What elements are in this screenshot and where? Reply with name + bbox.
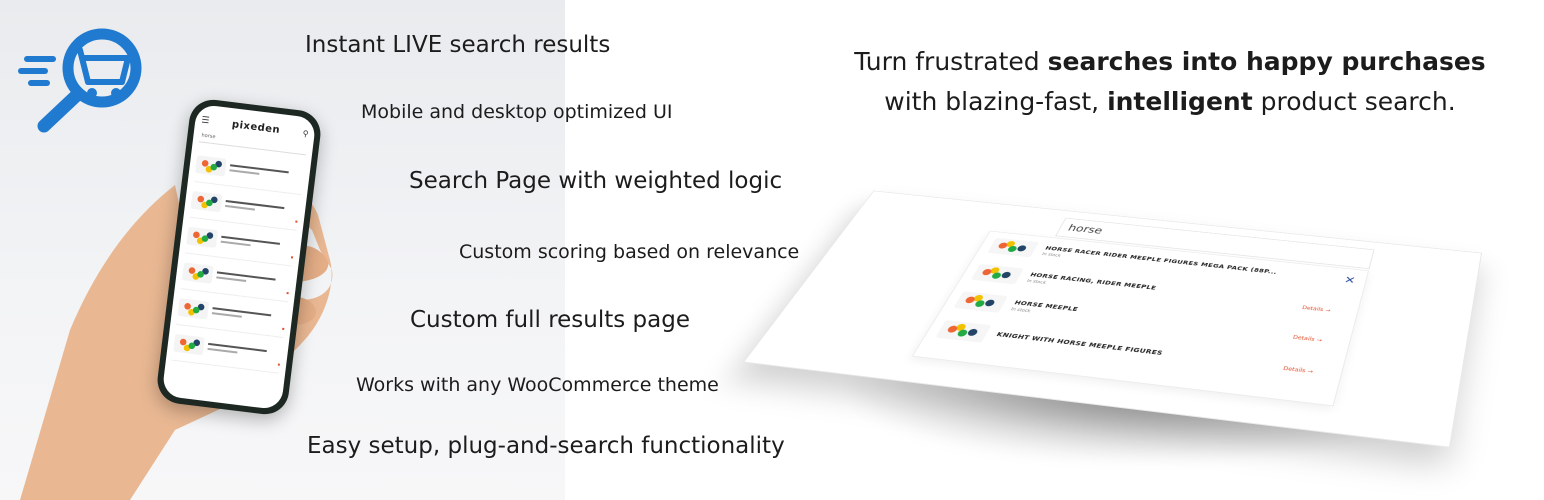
feature-custom-scoring: Custom scoring based on relevance: [459, 241, 800, 263]
product-thumb: [173, 333, 206, 355]
phone-brand: pixeden: [231, 118, 281, 136]
product-thumb: [194, 154, 227, 177]
product-thumb: [935, 320, 992, 343]
feature-theme-compat: Works with any WooCommerce theme: [356, 374, 719, 396]
product-thumb: [177, 297, 210, 320]
product-thumb: [181, 261, 214, 284]
search-icon: ⚲: [302, 128, 310, 139]
product-thumb: [970, 263, 1024, 285]
feature-live-search: Instant LIVE search results: [305, 32, 611, 58]
feature-weighted-logic: Search Page with weighted logic: [409, 168, 783, 194]
product-thumb: [190, 190, 223, 212]
product-thumb: [186, 226, 219, 248]
headline-line-1: Turn frustrated searches into happy purc…: [854, 47, 1486, 76]
feature-results-page: Custom full results page: [410, 307, 690, 333]
headline-line-2: with blazing-fast, intelligent product s…: [884, 87, 1456, 116]
feature-easy-setup: Easy setup, plug-and-search functionalit…: [307, 433, 785, 459]
headline: Turn frustrated searches into happy purc…: [830, 42, 1510, 122]
menu-icon: ☰: [200, 115, 210, 127]
cart-search-icon: [18, 28, 142, 133]
feature-optimized-ui: Mobile and desktop optimized UI: [361, 101, 673, 123]
product-thumb: [987, 237, 1039, 258]
desktop-search-mockup: horse ✕ HORSE RACER RIDER MEEPLE FIGURES…: [742, 165, 1500, 485]
product-thumb: [953, 291, 1009, 313]
